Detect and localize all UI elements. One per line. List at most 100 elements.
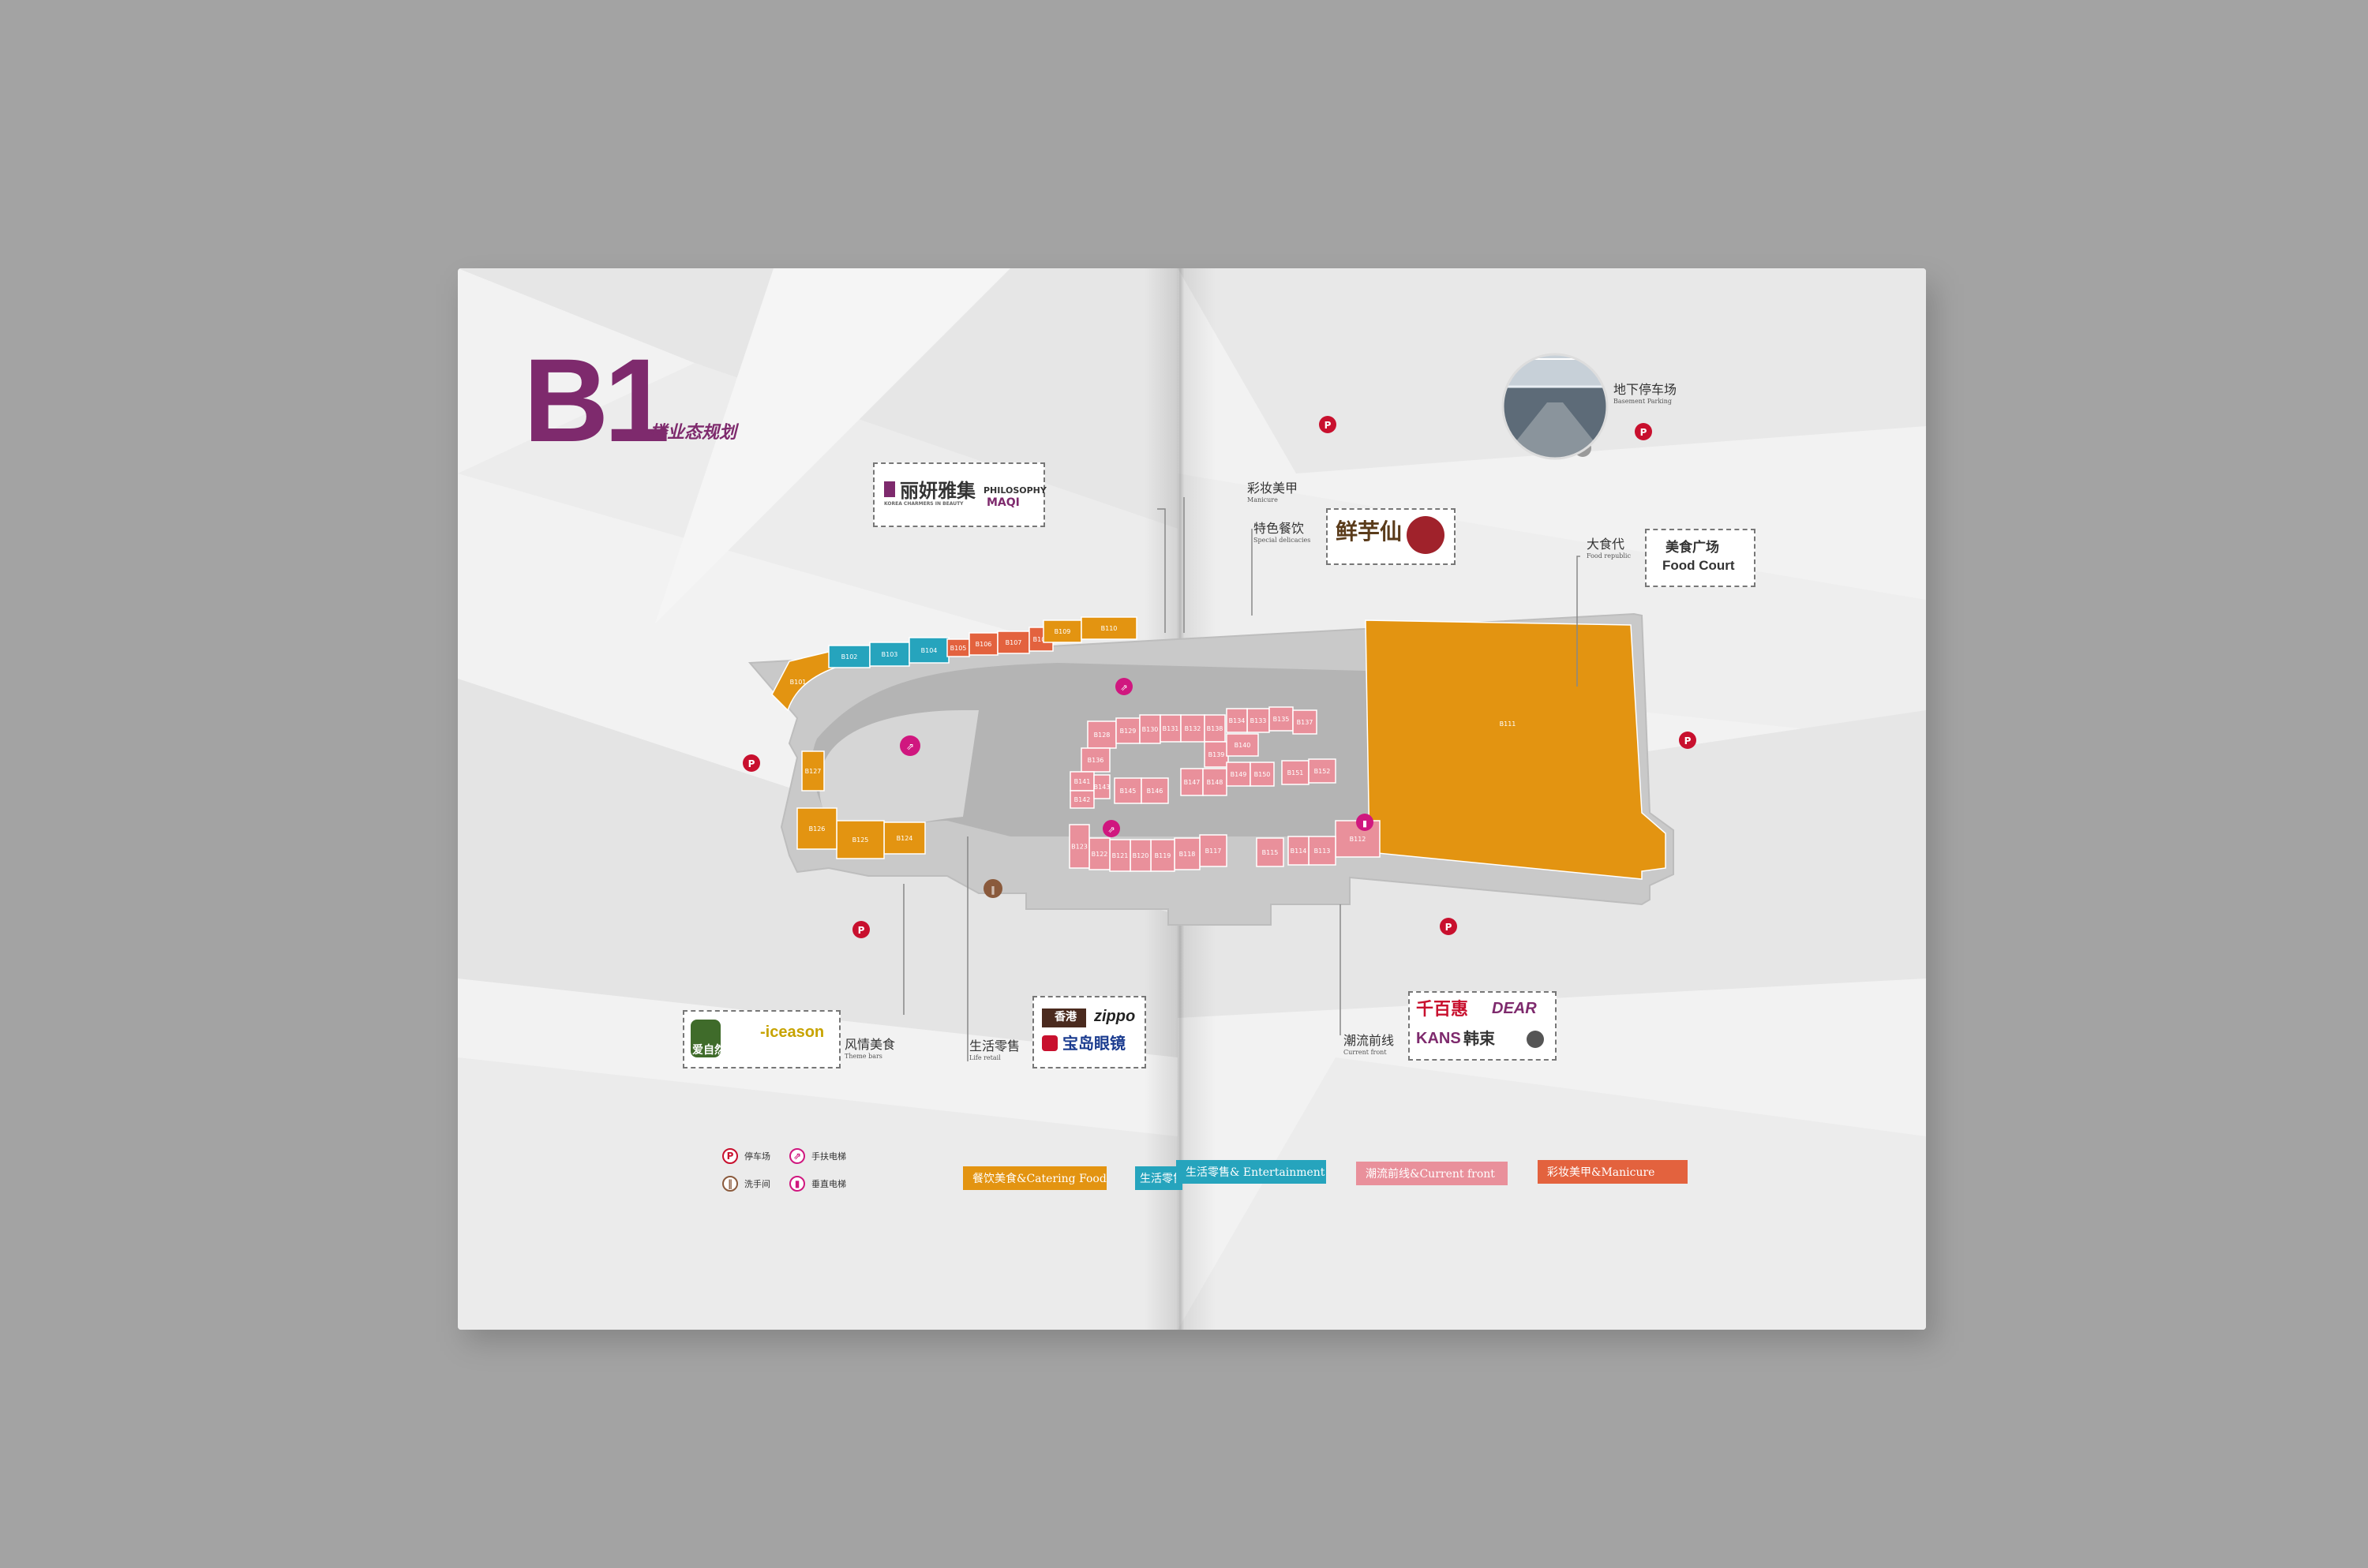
shop-b142[interactable]: B142 xyxy=(1070,790,1095,809)
shop-b136[interactable]: B136 xyxy=(1081,747,1111,773)
shop-b129[interactable]: B129 xyxy=(1115,717,1141,744)
svg-text:▮: ▮ xyxy=(1362,818,1367,829)
shop-b139[interactable]: B139 xyxy=(1204,741,1229,768)
shop-label: B120 xyxy=(1133,852,1149,859)
parking-marker-4[interactable]: P xyxy=(1635,423,1652,440)
shop-b118[interactable]: B118 xyxy=(1174,837,1201,870)
shop-b104[interactable]: B104 xyxy=(909,637,950,664)
shop-b105[interactable]: B105 xyxy=(946,638,970,657)
legend-restroom: ‖ 洗手间 xyxy=(722,1176,770,1192)
shop-b115[interactable]: B115 xyxy=(1256,837,1284,867)
shop-b138[interactable]: B138 xyxy=(1204,714,1226,743)
shop-b120[interactable]: B120 xyxy=(1130,839,1152,872)
escalator-icon: ⇗ xyxy=(789,1148,805,1164)
brandbox-theme: 爱自然 -iceason xyxy=(683,1010,841,1068)
parking-marker-5[interactable]: P xyxy=(1679,732,1696,749)
shop-b119[interactable]: B119 xyxy=(1150,839,1175,872)
shop-label: B110 xyxy=(1101,625,1118,632)
brand-maqi: MAQI xyxy=(987,496,1020,509)
shop-b106[interactable]: B106 xyxy=(969,632,999,656)
shop-b102[interactable]: B102 xyxy=(828,645,871,668)
shop-shape xyxy=(869,642,910,667)
shop-b152[interactable]: B152 xyxy=(1308,758,1336,784)
shop-shape xyxy=(1308,836,1336,866)
shop-b111[interactable]: B111 xyxy=(1365,619,1666,880)
shop-b137[interactable]: B137 xyxy=(1292,709,1317,735)
category-current: 潮流前线&Current front xyxy=(1356,1162,1508,1185)
shop-b143[interactable]: B143 xyxy=(1093,774,1111,799)
shop-b128[interactable]: B128 xyxy=(1087,720,1117,749)
shop-shape xyxy=(969,632,999,656)
brand-hk: 香港 xyxy=(1055,1011,1077,1024)
brand-baodao: 宝岛眼镜 xyxy=(1062,1034,1126,1053)
parking-marker-1[interactable]: P xyxy=(743,754,760,772)
shop-b121[interactable]: B121 xyxy=(1109,839,1131,872)
svg-text:P: P xyxy=(1640,427,1647,438)
shop-b145[interactable]: B145 xyxy=(1114,777,1142,804)
shop-b130[interactable]: B130 xyxy=(1139,714,1161,744)
shop-b132[interactable]: B132 xyxy=(1180,714,1205,743)
parking-marker-3[interactable]: P xyxy=(1319,416,1336,433)
shop-b131[interactable]: B131 xyxy=(1160,714,1182,743)
shop-b109[interactable]: B109 xyxy=(1043,619,1082,643)
svg-text:⇗: ⇗ xyxy=(1107,825,1115,835)
shop-label: B115 xyxy=(1262,849,1279,856)
shop-b135[interactable]: B135 xyxy=(1268,706,1294,732)
shop-b124[interactable]: B124 xyxy=(883,821,926,855)
shop-label: B148 xyxy=(1207,779,1223,786)
escalator-marker-3[interactable]: ⇗ xyxy=(1103,820,1120,837)
elevator-marker[interactable]: ▮ xyxy=(1356,814,1373,831)
shop-b134[interactable]: B134 xyxy=(1226,708,1248,733)
shop-shape xyxy=(1139,714,1161,744)
restroom-marker[interactable]: ‖ xyxy=(984,879,1002,898)
svg-text:P: P xyxy=(748,758,755,769)
brand-iceason: -iceason xyxy=(760,1024,825,1041)
shop-b127[interactable]: B127 xyxy=(801,750,825,791)
shop-b107[interactable]: B107 xyxy=(997,631,1030,654)
parking-marker-2[interactable]: P xyxy=(852,921,870,938)
shop-b151[interactable]: B151 xyxy=(1281,760,1310,785)
shop-label: B118 xyxy=(1179,851,1196,858)
category-retail-short: 生活零售 xyxy=(1135,1166,1184,1190)
shop-shape xyxy=(1141,777,1169,804)
callout-special: 特色餐饮 Special delicacies xyxy=(1253,521,1311,544)
shop-shape xyxy=(1202,768,1227,796)
shop-b114[interactable]: B114 xyxy=(1287,836,1310,866)
shop-b150[interactable]: B150 xyxy=(1250,762,1275,787)
shop-b133[interactable]: B133 xyxy=(1246,708,1270,733)
shop-b110[interactable]: B110 xyxy=(1081,616,1137,640)
shop-b146[interactable]: B146 xyxy=(1141,777,1169,804)
shop-b147[interactable]: B147 xyxy=(1180,768,1204,796)
shop-b122[interactable]: B122 xyxy=(1088,837,1111,870)
escalator-marker-1[interactable]: ⇗ xyxy=(900,735,920,756)
brandbox-special: 鲜芋仙 xyxy=(1326,508,1456,565)
legend-elevator: ▮ 垂直电梯 xyxy=(789,1176,846,1192)
parking-marker-6[interactable]: P xyxy=(1440,918,1457,935)
legend-escalator: ⇗ 手扶电梯 xyxy=(789,1148,846,1164)
shop-b148[interactable]: B148 xyxy=(1202,768,1227,796)
shop-b113[interactable]: B113 xyxy=(1308,836,1336,866)
shop-label: B145 xyxy=(1120,788,1137,795)
shop-label: B123 xyxy=(1071,844,1088,851)
shop-label: B111 xyxy=(1500,720,1516,728)
shop-shape xyxy=(1180,768,1204,796)
shop-b125[interactable]: B125 xyxy=(836,820,885,859)
shop-shape xyxy=(909,637,950,664)
shop-label: B135 xyxy=(1273,716,1290,723)
shop-shape xyxy=(1292,709,1317,735)
brand-baodao-icon xyxy=(1042,1035,1058,1051)
brand-qianbaihui: 千百惠 xyxy=(1416,999,1469,1020)
brand-philosophy: PHILOSOPHY xyxy=(984,485,1047,496)
shop-label: B104 xyxy=(921,647,938,654)
escalator-marker-2[interactable]: ⇗ xyxy=(1115,678,1133,695)
shop-b149[interactable]: B149 xyxy=(1226,762,1251,787)
shop-b141[interactable]: B141 xyxy=(1070,771,1095,791)
shop-b126[interactable]: B126 xyxy=(796,807,837,850)
shop-b103[interactable]: B103 xyxy=(869,642,910,667)
svg-text:P: P xyxy=(858,925,865,936)
svg-text:P: P xyxy=(1445,922,1452,933)
shop-b123[interactable]: B123 xyxy=(1069,824,1090,869)
shop-b117[interactable]: B117 xyxy=(1199,834,1227,867)
shop-b140[interactable]: B140 xyxy=(1226,733,1259,757)
shop-shape xyxy=(1070,790,1095,809)
